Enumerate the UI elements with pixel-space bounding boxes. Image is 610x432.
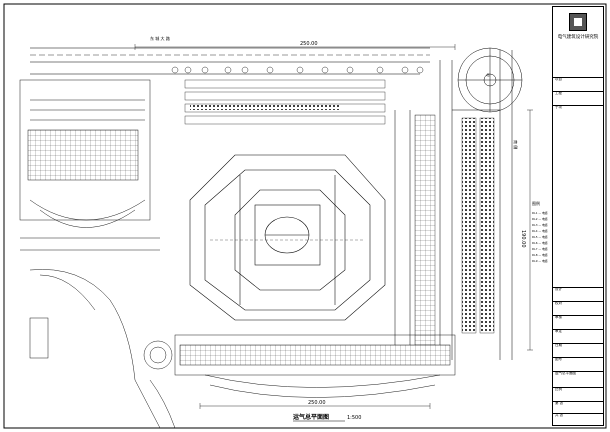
parking-rows-top bbox=[184, 79, 386, 125]
legend-item: DL3 — 电缆 bbox=[532, 223, 548, 227]
dimension-bottom bbox=[199, 403, 431, 409]
drawing-frame bbox=[3, 3, 607, 429]
title-block-row: 审核 bbox=[553, 315, 603, 329]
title-block-row: 子项 bbox=[553, 105, 603, 119]
title-block: 电气建筑设计研究院 项目 工程 子项 设计 校对 审核 审定 日期 图号 运气总… bbox=[552, 6, 604, 426]
legend-item: DL5 — 电缆 bbox=[532, 235, 548, 239]
parking-dots bbox=[190, 105, 340, 110]
legend-item: DL2 — 电缆 bbox=[532, 217, 548, 221]
north-label: 北 bbox=[486, 72, 490, 77]
title-block-row: 设计 bbox=[553, 287, 603, 301]
central-stadium bbox=[189, 154, 386, 321]
title-block-row: 工程 bbox=[553, 91, 603, 105]
left-lower-zone bbox=[29, 269, 176, 429]
right-roads bbox=[394, 50, 513, 360]
title-block-row: 审定 bbox=[553, 329, 603, 343]
dimension-bottom-label: 250.00 bbox=[308, 400, 326, 406]
dimension-top-label: 250.00 bbox=[300, 41, 318, 47]
legend-item: DL6 — 电缆 bbox=[532, 241, 548, 245]
dimension-top bbox=[134, 44, 456, 50]
title-block-row: 运气总平面图 bbox=[553, 371, 603, 387]
drawing-scale: 1:500 bbox=[347, 415, 361, 421]
title-block-row: 比例 bbox=[553, 387, 603, 401]
dimension-right-label: 190.00 bbox=[520, 230, 526, 248]
right-circular-plaza bbox=[457, 47, 523, 113]
legend-item: DL7 — 电缆 bbox=[532, 247, 548, 251]
company-logo-icon bbox=[569, 13, 587, 31]
bottom-building-strip bbox=[143, 334, 456, 398]
title-block-company: 电气建筑设计研究院 bbox=[557, 35, 599, 40]
tree-row-top bbox=[171, 66, 424, 74]
legend-item: DL9 — 电缆 bbox=[532, 259, 548, 263]
right-parking-stacks bbox=[414, 114, 495, 346]
legend-heading: 图例 bbox=[532, 200, 540, 206]
title-block-row: 校对 bbox=[553, 301, 603, 315]
drawing-title: 运气总平面图 bbox=[293, 413, 329, 421]
road-top-label: 东 城 大 路 bbox=[150, 35, 170, 41]
legend-item: DL1 — 电缆 bbox=[532, 211, 548, 215]
legend-item: DL8 — 电缆 bbox=[532, 253, 548, 257]
legend: 图例 DL1 — 电缆 DL2 — 电缆 DL3 — 电缆 DL4 — 电缆 D… bbox=[532, 200, 548, 263]
dimension-right bbox=[527, 109, 533, 351]
legend-item: DL4 — 电缆 bbox=[532, 229, 548, 233]
left-building-complex bbox=[19, 79, 160, 251]
title-block-row: 项目 bbox=[553, 77, 603, 91]
top-road bbox=[30, 47, 430, 75]
title-block-row: 图号 bbox=[553, 357, 603, 371]
title-block-row: 共 张 bbox=[553, 413, 603, 425]
title-block-row: 日期 bbox=[553, 343, 603, 357]
road-right-label: 南 侧 bbox=[513, 140, 519, 149]
title-block-row: 第 张 bbox=[553, 401, 603, 413]
